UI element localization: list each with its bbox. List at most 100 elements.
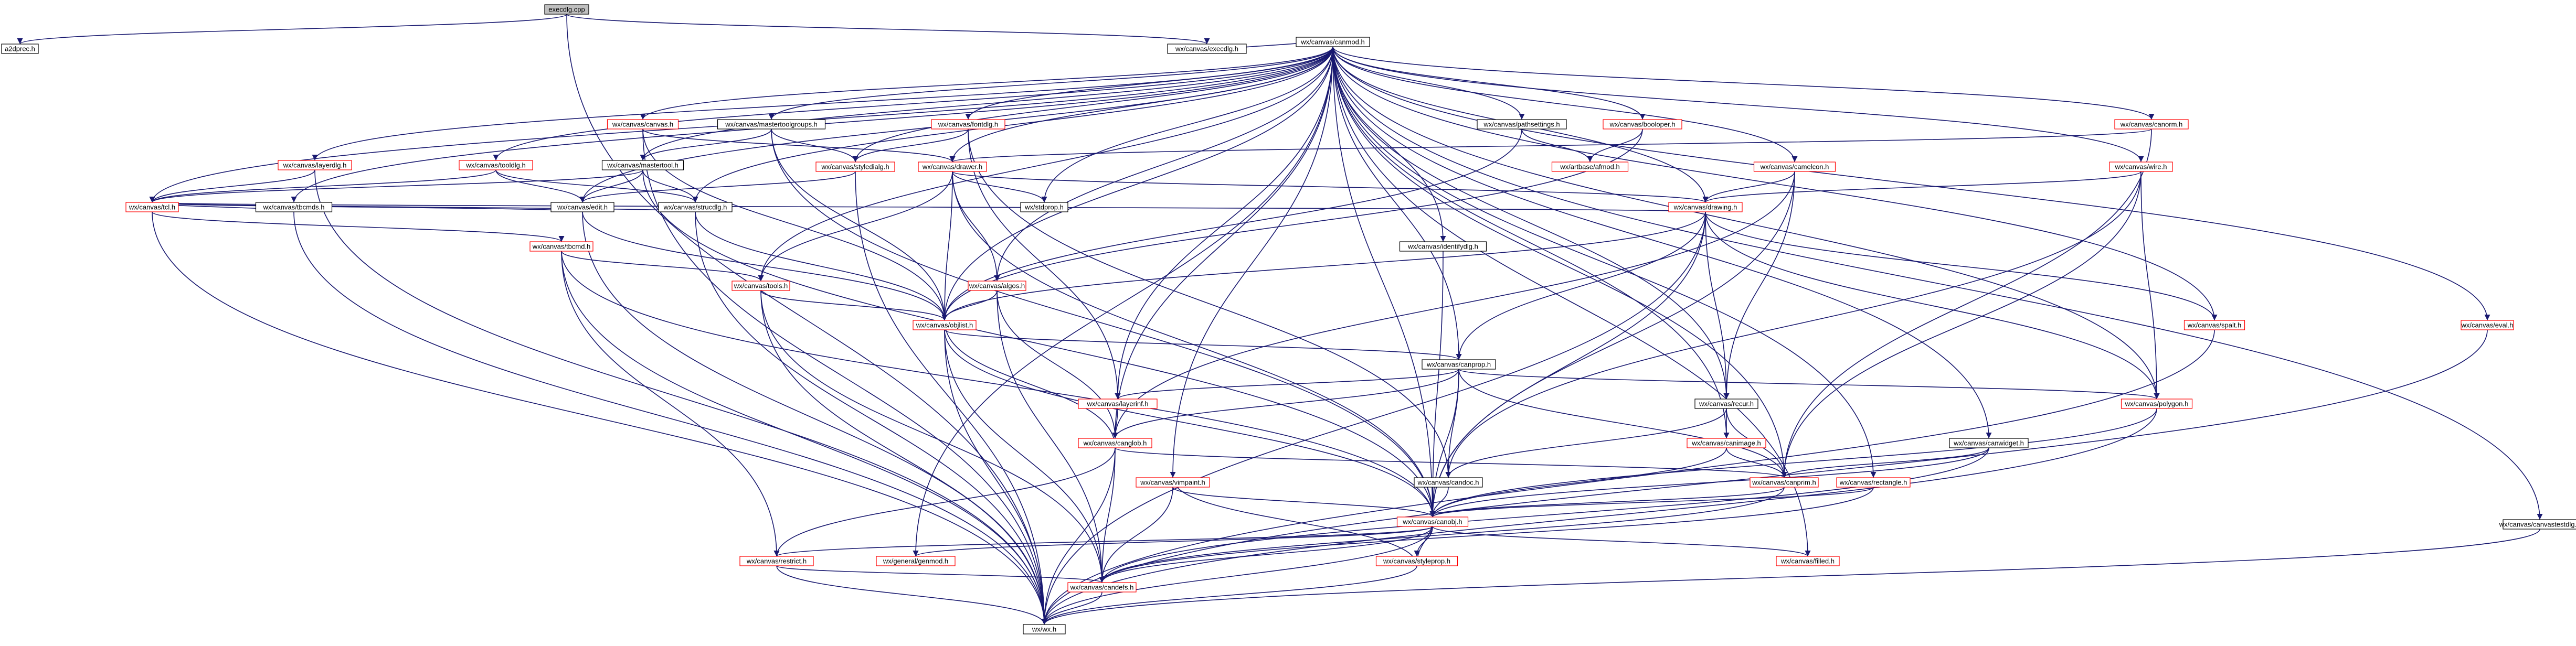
node-vimpaint[interactable]: wx/canvas/vimpaint.h — [1136, 477, 1210, 488]
node-candefs[interactable]: wx/canvas/candefs.h — [1067, 582, 1137, 593]
node-label: wx/canvas/filled.h — [1780, 557, 1835, 565]
edge-mastertool-to-tcl — [149, 169, 643, 203]
edge-canprop-to-canobj2 — [1429, 369, 1459, 518]
node-label: wx/canvas/objlist.h — [916, 321, 973, 329]
node-spalt[interactable]: wx/canvas/spalt.h — [2183, 320, 2245, 330]
node-execdlg-cpp[interactable]: execdlg.cpp — [544, 4, 589, 15]
node-mastertoolgroups[interactable]: wx/canvas/mastertoolgroups.h — [717, 119, 826, 130]
edge-edit-to-objlist — [582, 211, 948, 321]
edge-canprop-to-layerinf — [1115, 369, 1459, 400]
node-layerdlg[interactable]: wx/canvas/layerdlg.h — [278, 160, 352, 170]
node-tbcmds[interactable]: wx/canvas/tbcmds.h — [255, 202, 333, 212]
edge-canvastestdlg-to-wx_h — [1041, 529, 2540, 625]
edge-canorm-to-drawer — [950, 128, 2152, 163]
edge-canmod-to-geometry — [913, 46, 1333, 557]
edge-canmod-to-canwidget — [1332, 46, 1992, 439]
node-identifydlg[interactable]: wx/canvas/identifydlg.h — [1399, 241, 1487, 252]
edge-canobj-to-canobj2 — [1429, 487, 1785, 518]
node-wire[interactable]: wx/canvas/wire.h — [2109, 162, 2173, 172]
node-tcl[interactable]: wx/canvas/tcl.h — [125, 202, 179, 212]
node-label: wx/canvas/spalt.h — [2187, 321, 2242, 329]
node-drawer[interactable]: wx/canvas/drawer.h — [918, 162, 987, 172]
edge-canprop-to-canglob — [1112, 369, 1459, 439]
node-label: wx/canvas/canglob.h — [1083, 439, 1147, 447]
node-label: wx/canvas/canprim.h — [1752, 479, 1816, 487]
node-edit[interactable]: wx/canvas/edit.h — [550, 202, 614, 212]
node-camelcon[interactable]: wx/canvas/camelcon.h — [1753, 162, 1836, 172]
node-tbcmd-h[interactable]: wx/canvas/tbcmd.h — [529, 241, 593, 252]
node-geometry[interactable]: wx/general/genmod.h — [876, 556, 956, 566]
node-canmod[interactable]: wx/canvas/canmod.h — [1296, 37, 1370, 47]
node-execdlg-h[interactable]: wx/canvas/execdlg.h — [1167, 44, 1247, 54]
node-layerinf[interactable]: wx/canvas/layerinf.h — [1078, 399, 1158, 409]
node-drawing[interactable]: wx/canvas/drawing.h — [1668, 202, 1743, 212]
node-pathsettings[interactable]: wx/canvas/pathsettings.h — [1477, 119, 1567, 130]
node-tooldlg[interactable]: wx/canvas/tooldlg.h — [459, 160, 533, 170]
edge-recur-to-candoc — [1445, 408, 1727, 478]
node-canwidget[interactable]: wx/canvas/canwidget.h — [1949, 438, 2029, 448]
node-canprop[interactable]: wx/canvas/canprop.h — [1422, 359, 1496, 370]
edge-polygon-to-wx_h — [1041, 408, 2157, 625]
node-fontdlg[interactable]: wx/canvas/fontdlg.h — [931, 119, 1005, 130]
node-strucdlg[interactable]: wx/canvas/strucdlg.h — [658, 202, 733, 212]
node-label: wx/canvas/camelcon.h — [1760, 163, 1829, 171]
node-label: wx/canvas/tbcmd.h — [532, 243, 591, 251]
node-styledialg[interactable]: wx/canvas/styledialg.h — [815, 162, 895, 172]
node-box — [1603, 119, 1682, 130]
node-box — [913, 320, 977, 330]
node-stylepropdlg[interactable]: wx/canvas/styleprop.h — [1375, 556, 1458, 566]
node-canimage[interactable]: wx/canvas/canimage.h — [1687, 438, 1766, 448]
node-box — [2461, 320, 2514, 330]
node-wx-h[interactable]: wx/wx.h — [1023, 624, 1066, 634]
node-algos[interactable]: wx/canvas/algos.h — [968, 281, 1026, 291]
edge-mastertoolgroups-to-styledialg — [771, 128, 858, 163]
node-box — [918, 162, 987, 172]
edge-execdlg_cpp-to-a2dprec — [17, 14, 567, 45]
node-mastertool[interactable]: wx/canvas/mastertool.h — [601, 160, 684, 170]
node-label: wx/canvas/candoc.h — [1417, 479, 1479, 487]
node-restrict[interactable]: wx/canvas/restrict.h — [739, 556, 814, 566]
node-box — [1414, 477, 1483, 488]
node-canglob[interactable]: wx/canvas/canglob.h — [1078, 438, 1152, 448]
edge-objlist-to-canobj2 — [944, 329, 1436, 518]
edge-tbcmd_h-to-wx_h — [561, 251, 1047, 625]
edge-canmod-to-tools — [758, 46, 1333, 282]
edge-drawer-to-drawing — [952, 171, 1709, 203]
node-stdprop[interactable]: wx/stdprop.h — [1020, 202, 1068, 212]
edge-canmod-to-rectangle — [1332, 46, 1877, 478]
node-label: wx/canvas/drawer.h — [922, 163, 982, 171]
node-canvas-h[interactable]: wx/canvas/canvas.h — [607, 119, 679, 130]
node-box — [732, 281, 790, 291]
node-eval[interactable]: wx/canvas/eval.h — [2461, 320, 2514, 330]
node-canvastestdlg[interactable]: wx/canvas/canvastestdlg.h — [2499, 519, 2576, 530]
edge-polygon-to-canobj2 — [1429, 408, 2157, 518]
node-canobj2[interactable]: wx/canvas/canobj.h — [1396, 516, 1469, 527]
edge-edit-to-wx_h — [582, 211, 1047, 625]
edge-tools-to-wx_h — [760, 290, 1047, 625]
node-box — [1422, 359, 1496, 370]
node-box — [255, 202, 333, 212]
edge-drawer-to-objlist — [941, 171, 953, 321]
node-recur[interactable]: wx/canvas/recur.h — [1694, 399, 1758, 409]
node-canobj[interactable]: wx/canvas/canprim.h — [1750, 477, 1819, 488]
node-box — [1375, 556, 1458, 566]
node-a2dprec[interactable]: a2dprec.h — [1, 44, 39, 54]
node-candoc[interactable]: wx/canvas/candoc.h — [1414, 477, 1483, 488]
node-rectangle[interactable]: wx/canvas/rectangle.h — [1836, 477, 1911, 488]
node-label: wx/canvas/canvastestdlg.h — [2499, 521, 2576, 529]
node-polygon[interactable]: wx/canvas/polygon.h — [2121, 399, 2193, 409]
node-booloper[interactable]: wx/canvas/booloper.h — [1603, 119, 1682, 130]
node-objlist[interactable]: wx/canvas/objlist.h — [913, 320, 977, 330]
node-label: wx/canvas/eval.h — [2461, 321, 2514, 329]
node-box — [1949, 438, 2029, 448]
node-filled[interactable]: wx/canvas/filled.h — [1776, 556, 1840, 566]
edge-canmod-to-tooldlg — [493, 46, 1333, 161]
node-tools[interactable]: wx/canvas/tools.h — [732, 281, 790, 291]
edge-tooldlg-to-tcl — [149, 169, 496, 203]
edge-strucdlg-to-wx_h — [695, 211, 1047, 625]
node-label: wx/canvas/mastertool.h — [607, 162, 679, 169]
node-canorm[interactable]: wx/canvas/canorm.h — [2114, 119, 2189, 130]
node-box — [1753, 162, 1836, 172]
node-artbase[interactable]: wx/artbase/afmod.h — [1551, 162, 1629, 172]
node-label: wx/canvas/algos.h — [969, 282, 1025, 290]
